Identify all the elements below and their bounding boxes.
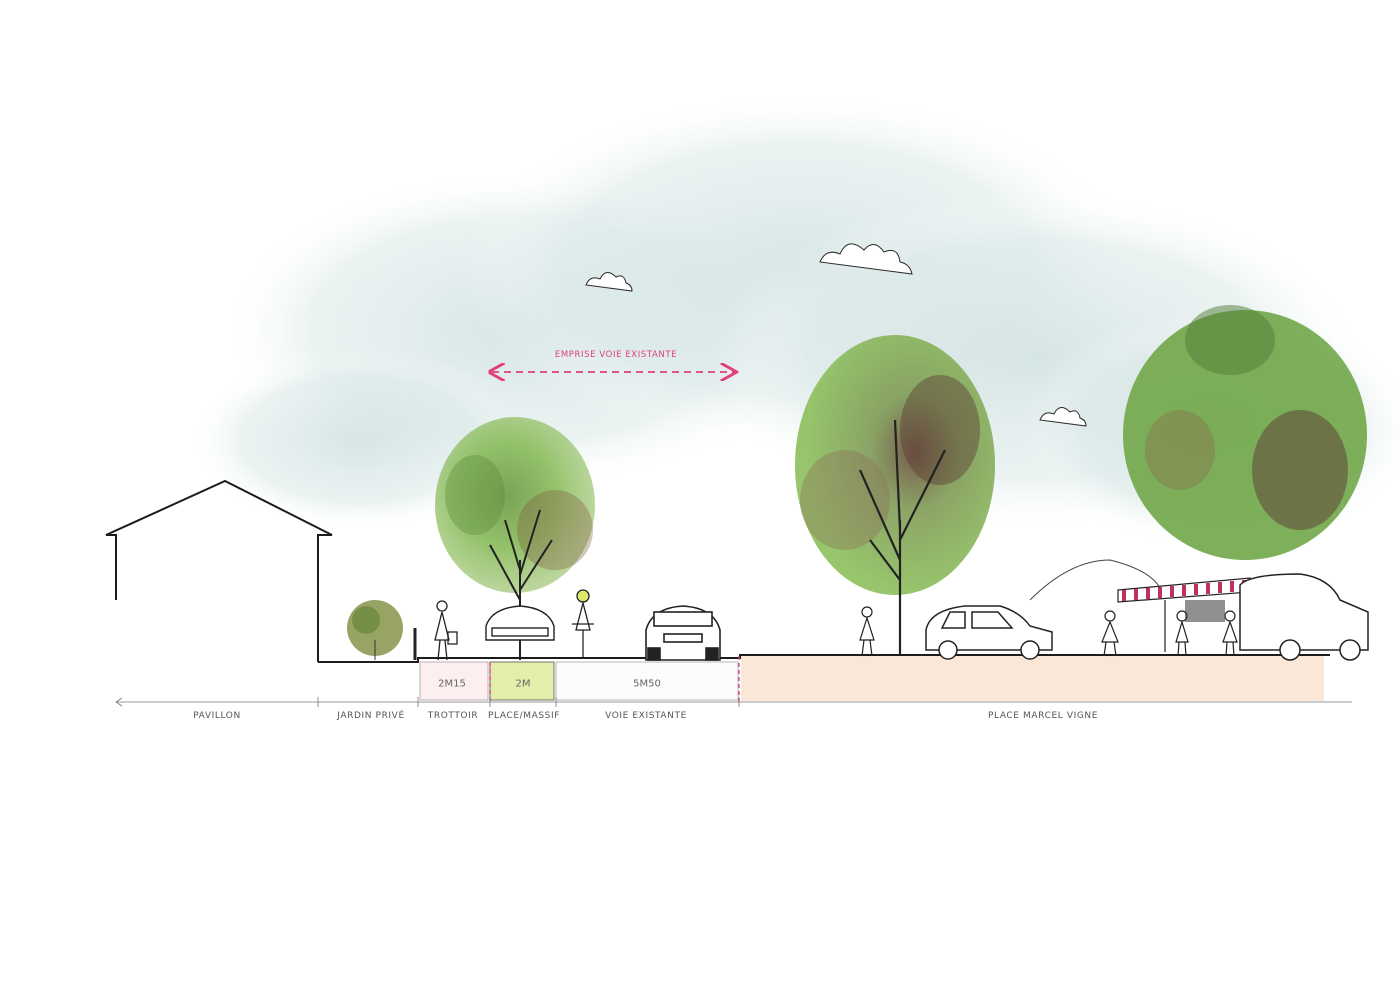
label-jardin-prive: JARDIN PRIVÉ <box>337 711 405 721</box>
dimension-voie: 5M50 <box>633 678 661 690</box>
cloud-icons <box>585 243 1087 427</box>
dimension-line <box>115 697 1352 707</box>
van-plaza <box>1239 573 1369 661</box>
pedestrians-plaza <box>859 606 1238 657</box>
car-plaza <box>925 605 1053 660</box>
market-stall <box>1117 577 1251 652</box>
parked-car-massif <box>485 605 555 641</box>
label-pavillon: PAVILLON <box>193 711 241 721</box>
plaza-tree-right <box>1123 305 1367 560</box>
place-marcel-fill <box>741 656 1324 701</box>
label-trottoir: TROTTOIR <box>427 711 479 721</box>
dimension-trottoir: 2M15 <box>438 678 466 690</box>
emprise-label: EMPRISE VOIE EXISTANTE <box>554 350 678 360</box>
cyclist <box>572 589 594 658</box>
pavillon-house <box>105 479 333 662</box>
tent-outline <box>1029 559 1161 601</box>
plaza-tree-middle <box>795 335 995 655</box>
garden-shrub <box>347 600 403 660</box>
car-voie <box>645 605 721 661</box>
ground-line <box>318 654 1330 663</box>
massif-fill <box>489 661 555 701</box>
trottoir-fill <box>419 661 489 701</box>
label-voie-existante: VOIE EXISTANTE <box>605 711 687 721</box>
label-place-massif: PLACE/MASSIF <box>487 711 561 721</box>
label-place-marcel-vigne: PLACE MARCEL VIGNE <box>987 711 1099 721</box>
voie-fill <box>555 661 739 701</box>
pedestrian-trottoir <box>434 600 458 661</box>
dimension-place-massif: 2M <box>515 678 531 690</box>
